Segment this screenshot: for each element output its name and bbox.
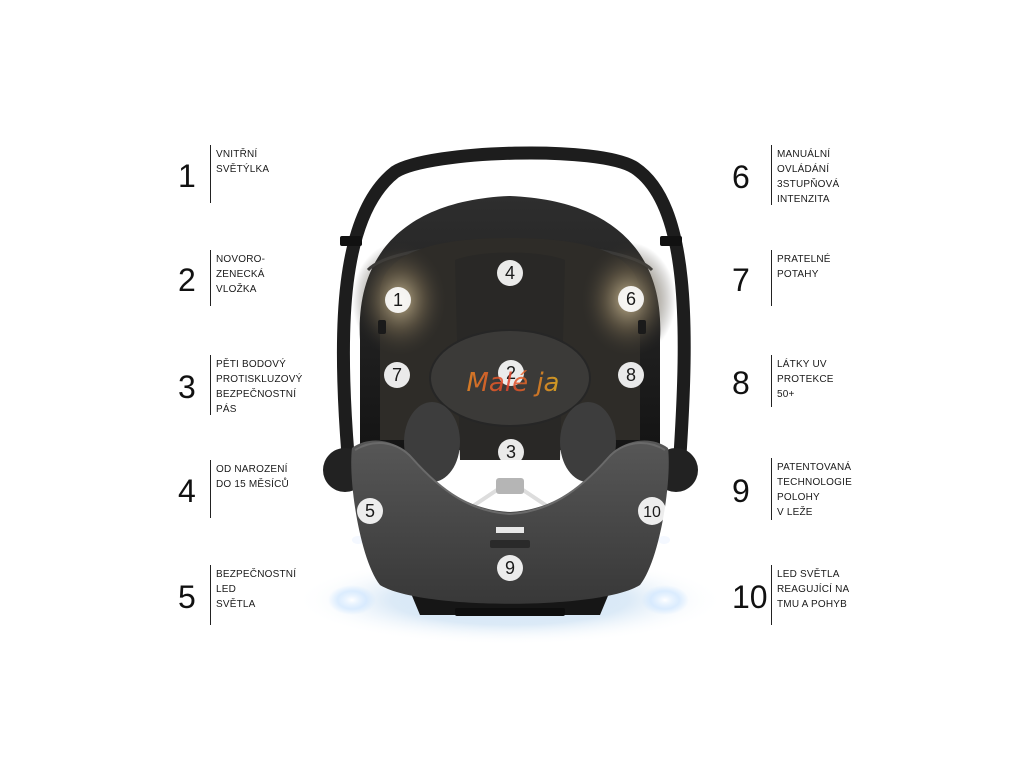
feature-number: 9 bbox=[732, 473, 750, 509]
feature-1: 1 VNITŘNÍ SVĚTÝLKA bbox=[178, 145, 328, 203]
feature-9: 9 PATENTOVANÁ TECHNOLOGIE POLOHY V LEŽE bbox=[732, 458, 882, 520]
feature-3: 3 PĚTI BODOVÝ PROTISKLUZOVÝ BEZPEČNOSTNÍ… bbox=[178, 355, 328, 415]
feature-label: BEZPEČNOSTNÍ LED SVĚTLA bbox=[216, 569, 297, 610]
divider-line bbox=[210, 250, 211, 306]
seat-marker-8: 8 bbox=[618, 362, 644, 388]
carry-handle bbox=[336, 146, 691, 462]
divider-line bbox=[771, 458, 772, 520]
svg-text:8: 8 bbox=[626, 365, 636, 385]
harness-strap-left bbox=[468, 486, 502, 510]
divider-line bbox=[771, 145, 772, 205]
feature-2: 2 NOVORO- ZENECKÁ VLOŽKA bbox=[178, 250, 328, 306]
divider-line bbox=[771, 250, 772, 306]
feature-label: PĚTI BODOVÝ PROTISKLUZOVÝ BEZPEČNOSTNÍ P… bbox=[216, 359, 303, 415]
seat-marker-5: 5 bbox=[357, 498, 383, 524]
svg-text:1: 1 bbox=[393, 290, 403, 310]
light-control-left bbox=[378, 320, 386, 334]
side-pad-left bbox=[404, 402, 460, 482]
seat-marker-2: 2 bbox=[498, 360, 524, 386]
seat-marker-3: 3 bbox=[498, 439, 524, 465]
base-foot bbox=[455, 608, 565, 616]
feature-number: 3 bbox=[178, 369, 196, 405]
feature-number: 1 bbox=[178, 158, 196, 194]
front-label-tag bbox=[496, 527, 524, 533]
side-pad-right bbox=[560, 402, 616, 482]
feature-label: PATENTOVANÁ TECHNOLOGIE POLOHY V LEŽE bbox=[777, 462, 852, 518]
front-shell-edge bbox=[354, 442, 666, 516]
feature-number: 6 bbox=[732, 159, 750, 195]
divider-line bbox=[771, 565, 772, 625]
seat-marker-4: 4 bbox=[497, 260, 523, 286]
svg-text:6: 6 bbox=[626, 289, 636, 309]
led-lamp-right bbox=[658, 536, 670, 544]
feature-number: 5 bbox=[178, 579, 196, 615]
feature-number: 10 bbox=[732, 579, 768, 615]
harness-strap-right bbox=[518, 486, 552, 510]
feature-label: LED SVĚTLA REAGUJÍCÍ NA TMU A POHYB bbox=[777, 569, 850, 610]
led-lamp-left bbox=[352, 536, 364, 544]
seat-marker-10: 10 bbox=[638, 497, 666, 525]
feature-number: 4 bbox=[178, 473, 196, 509]
feature-label: LÁTKY UV PROTEKCE 50+ bbox=[777, 359, 834, 400]
watermark-logo: Malé ja bbox=[466, 368, 559, 398]
led-light-right bbox=[641, 585, 689, 615]
led-light-left bbox=[328, 585, 376, 615]
svg-text:9: 9 bbox=[505, 558, 515, 578]
feature-10: 10 LED SVĚTLA REAGUJÍCÍ NA TMU A POHYB bbox=[732, 565, 882, 625]
svg-text:7: 7 bbox=[392, 365, 402, 385]
svg-text:2: 2 bbox=[506, 363, 516, 383]
feature-label: MANUÁLNÍ OVLÁDÁNÍ 3STUPŇOVÁ INTENZITA bbox=[777, 149, 840, 205]
harness-buckle bbox=[496, 478, 524, 494]
light-control-right bbox=[638, 320, 646, 334]
feature-7: 7 PRATELNÉ POTAHY bbox=[732, 250, 882, 306]
svg-text:4: 4 bbox=[505, 263, 515, 283]
handle-strap-right bbox=[660, 236, 682, 246]
feature-number: 8 bbox=[732, 365, 750, 401]
divider-line bbox=[771, 355, 772, 407]
feature-label: NOVORO- ZENECKÁ VLOŽKA bbox=[216, 254, 266, 295]
feature-number: 2 bbox=[178, 262, 196, 298]
divider-line bbox=[210, 460, 211, 518]
seat-marker-1: 1 bbox=[385, 287, 411, 313]
seat-marker-9: 9 bbox=[497, 555, 523, 581]
feature-6: 6 MANUÁLNÍ OVLÁDÁNÍ 3STUPŇOVÁ INTENZITA bbox=[732, 145, 882, 205]
front-shell bbox=[351, 440, 669, 604]
svg-text:10: 10 bbox=[643, 504, 661, 521]
seat-marker-6: 6 bbox=[618, 286, 644, 312]
feature-4: 4 OD NAROZENÍ DO 15 MĚSÍCŮ bbox=[178, 460, 328, 518]
divider-line bbox=[210, 145, 211, 203]
front-recline-handle bbox=[490, 540, 530, 548]
divider-line bbox=[210, 565, 211, 625]
feature-label: OD NAROZENÍ DO 15 MĚSÍCŮ bbox=[216, 464, 289, 490]
feature-8: 8 LÁTKY UV PROTEKCE 50+ bbox=[732, 355, 882, 407]
feature-label: PRATELNÉ POTAHY bbox=[777, 254, 831, 280]
handle-strap-left bbox=[340, 236, 362, 246]
svg-text:3: 3 bbox=[506, 442, 516, 462]
feature-5: 5 BEZPEČNOSTNÍ LED SVĚTLA bbox=[178, 565, 328, 625]
seat-marker-7: 7 bbox=[384, 362, 410, 388]
svg-text:5: 5 bbox=[365, 501, 375, 521]
divider-line bbox=[210, 355, 211, 415]
feature-number: 7 bbox=[732, 262, 750, 298]
feature-label: VNITŘNÍ SVĚTÝLKA bbox=[216, 149, 270, 175]
